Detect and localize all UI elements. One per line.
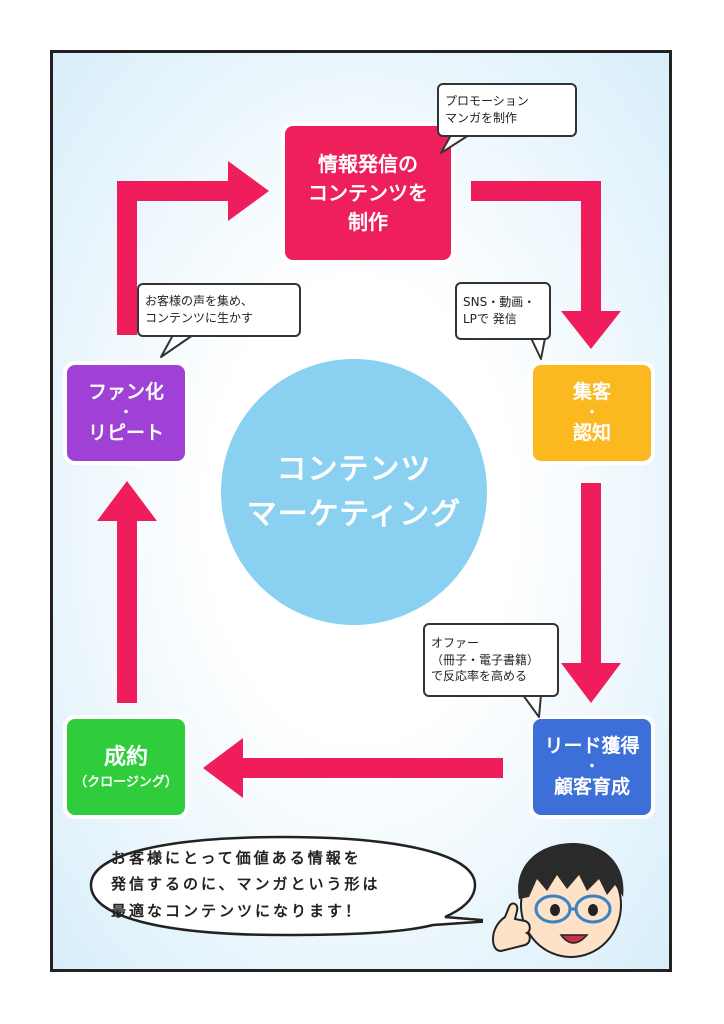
bubble-promo-line1: プロモーション: [445, 94, 529, 109]
node-fan-line2: リピート: [87, 422, 164, 445]
diagram-frame: 情報発信の コンテンツを 制作 集客 ・ 認知 リード獲得 ・ 顧客育成 成約 …: [50, 50, 672, 972]
bubble-offer-line1: オファー: [431, 635, 480, 650]
node-attract-line2: 認知: [572, 422, 611, 445]
bubble-offer: オファー （冊子・電子書籍） で反応率を高める: [423, 623, 559, 697]
tail-voice: [160, 334, 194, 358]
node-fan: ファン化 ・ リピート: [67, 365, 185, 461]
node-attract-line1: 集客: [572, 380, 611, 403]
bubble-voice: お客様の声を集め、 コンテンツに生かす: [137, 283, 301, 337]
bubble-tails: [160, 134, 546, 718]
node-fan-sep: ・: [119, 404, 133, 421]
node-closing-line2: （クロージング）: [74, 774, 178, 790]
node-content-line3: 制作: [348, 209, 388, 234]
bubble-sns-line2: LPで 発信: [463, 312, 517, 326]
tail-offer: [522, 694, 542, 718]
center-line2: マーケティング: [246, 497, 462, 532]
arrow-closing-to-fan: [97, 481, 157, 703]
node-attract-sep: ・: [585, 404, 599, 421]
bubble-sns: SNS・動画・ LPで 発信: [455, 282, 551, 340]
node-closing: 成約 （クロージング）: [67, 719, 185, 815]
bubble-promo: プロモーション マンガを制作: [437, 83, 577, 137]
speech-line3: 最適なコンテンツになります！: [111, 901, 364, 920]
center-circle: コンテンツ マーケティング: [221, 359, 487, 625]
arrow-fan-to-content: [117, 161, 269, 335]
speech-text: お客様にとって価値ある情報を 発信するのに、マンガという形は 最適なコンテンツに…: [111, 845, 451, 924]
node-lead-line1: リード獲得: [544, 734, 640, 757]
tail-promo: [440, 134, 470, 154]
bubble-promo-line2: マンガを制作: [445, 111, 518, 125]
node-lead-line2: 顧客育成: [553, 776, 630, 799]
node-fan-line1: ファン化: [87, 380, 164, 403]
speech-line2: 発信するのに、マンガという形は: [111, 875, 381, 894]
bubble-voice-line2: コンテンツに生かす: [145, 311, 254, 325]
mascot-character-icon: [491, 843, 624, 958]
node-content-creation: 情報発信の コンテンツを 制作: [285, 126, 451, 260]
node-closing-line1: 成約: [103, 744, 148, 770]
cycle-arrows: [97, 161, 621, 798]
tail-sns: [530, 337, 546, 360]
node-lead: リード獲得 ・ 顧客育成: [533, 719, 651, 815]
node-attract: 集客 ・ 認知: [533, 365, 651, 461]
center-line1: コンテンツ: [276, 452, 432, 487]
node-content-line2: コンテンツを: [308, 180, 428, 205]
speech-line1: お客様にとって価値ある情報を: [111, 849, 362, 867]
bubble-offer-line3: で反応率を高める: [431, 669, 528, 684]
speech-balloon: [89, 835, 483, 937]
node-lead-sep: ・: [585, 758, 599, 775]
arrow-lead-to-closing: [203, 738, 503, 798]
bubble-offer-line2: （冊子・電子書籍）: [431, 652, 540, 667]
bubble-sns-line1: SNS・動画・: [463, 295, 536, 310]
node-content-line1: 情報発信の: [318, 151, 418, 176]
arrow-content-to-attract: [471, 181, 621, 349]
arrow-attract-to-lead: [561, 483, 621, 703]
bubble-voice-line1: お客様の声を集め、: [145, 294, 254, 309]
